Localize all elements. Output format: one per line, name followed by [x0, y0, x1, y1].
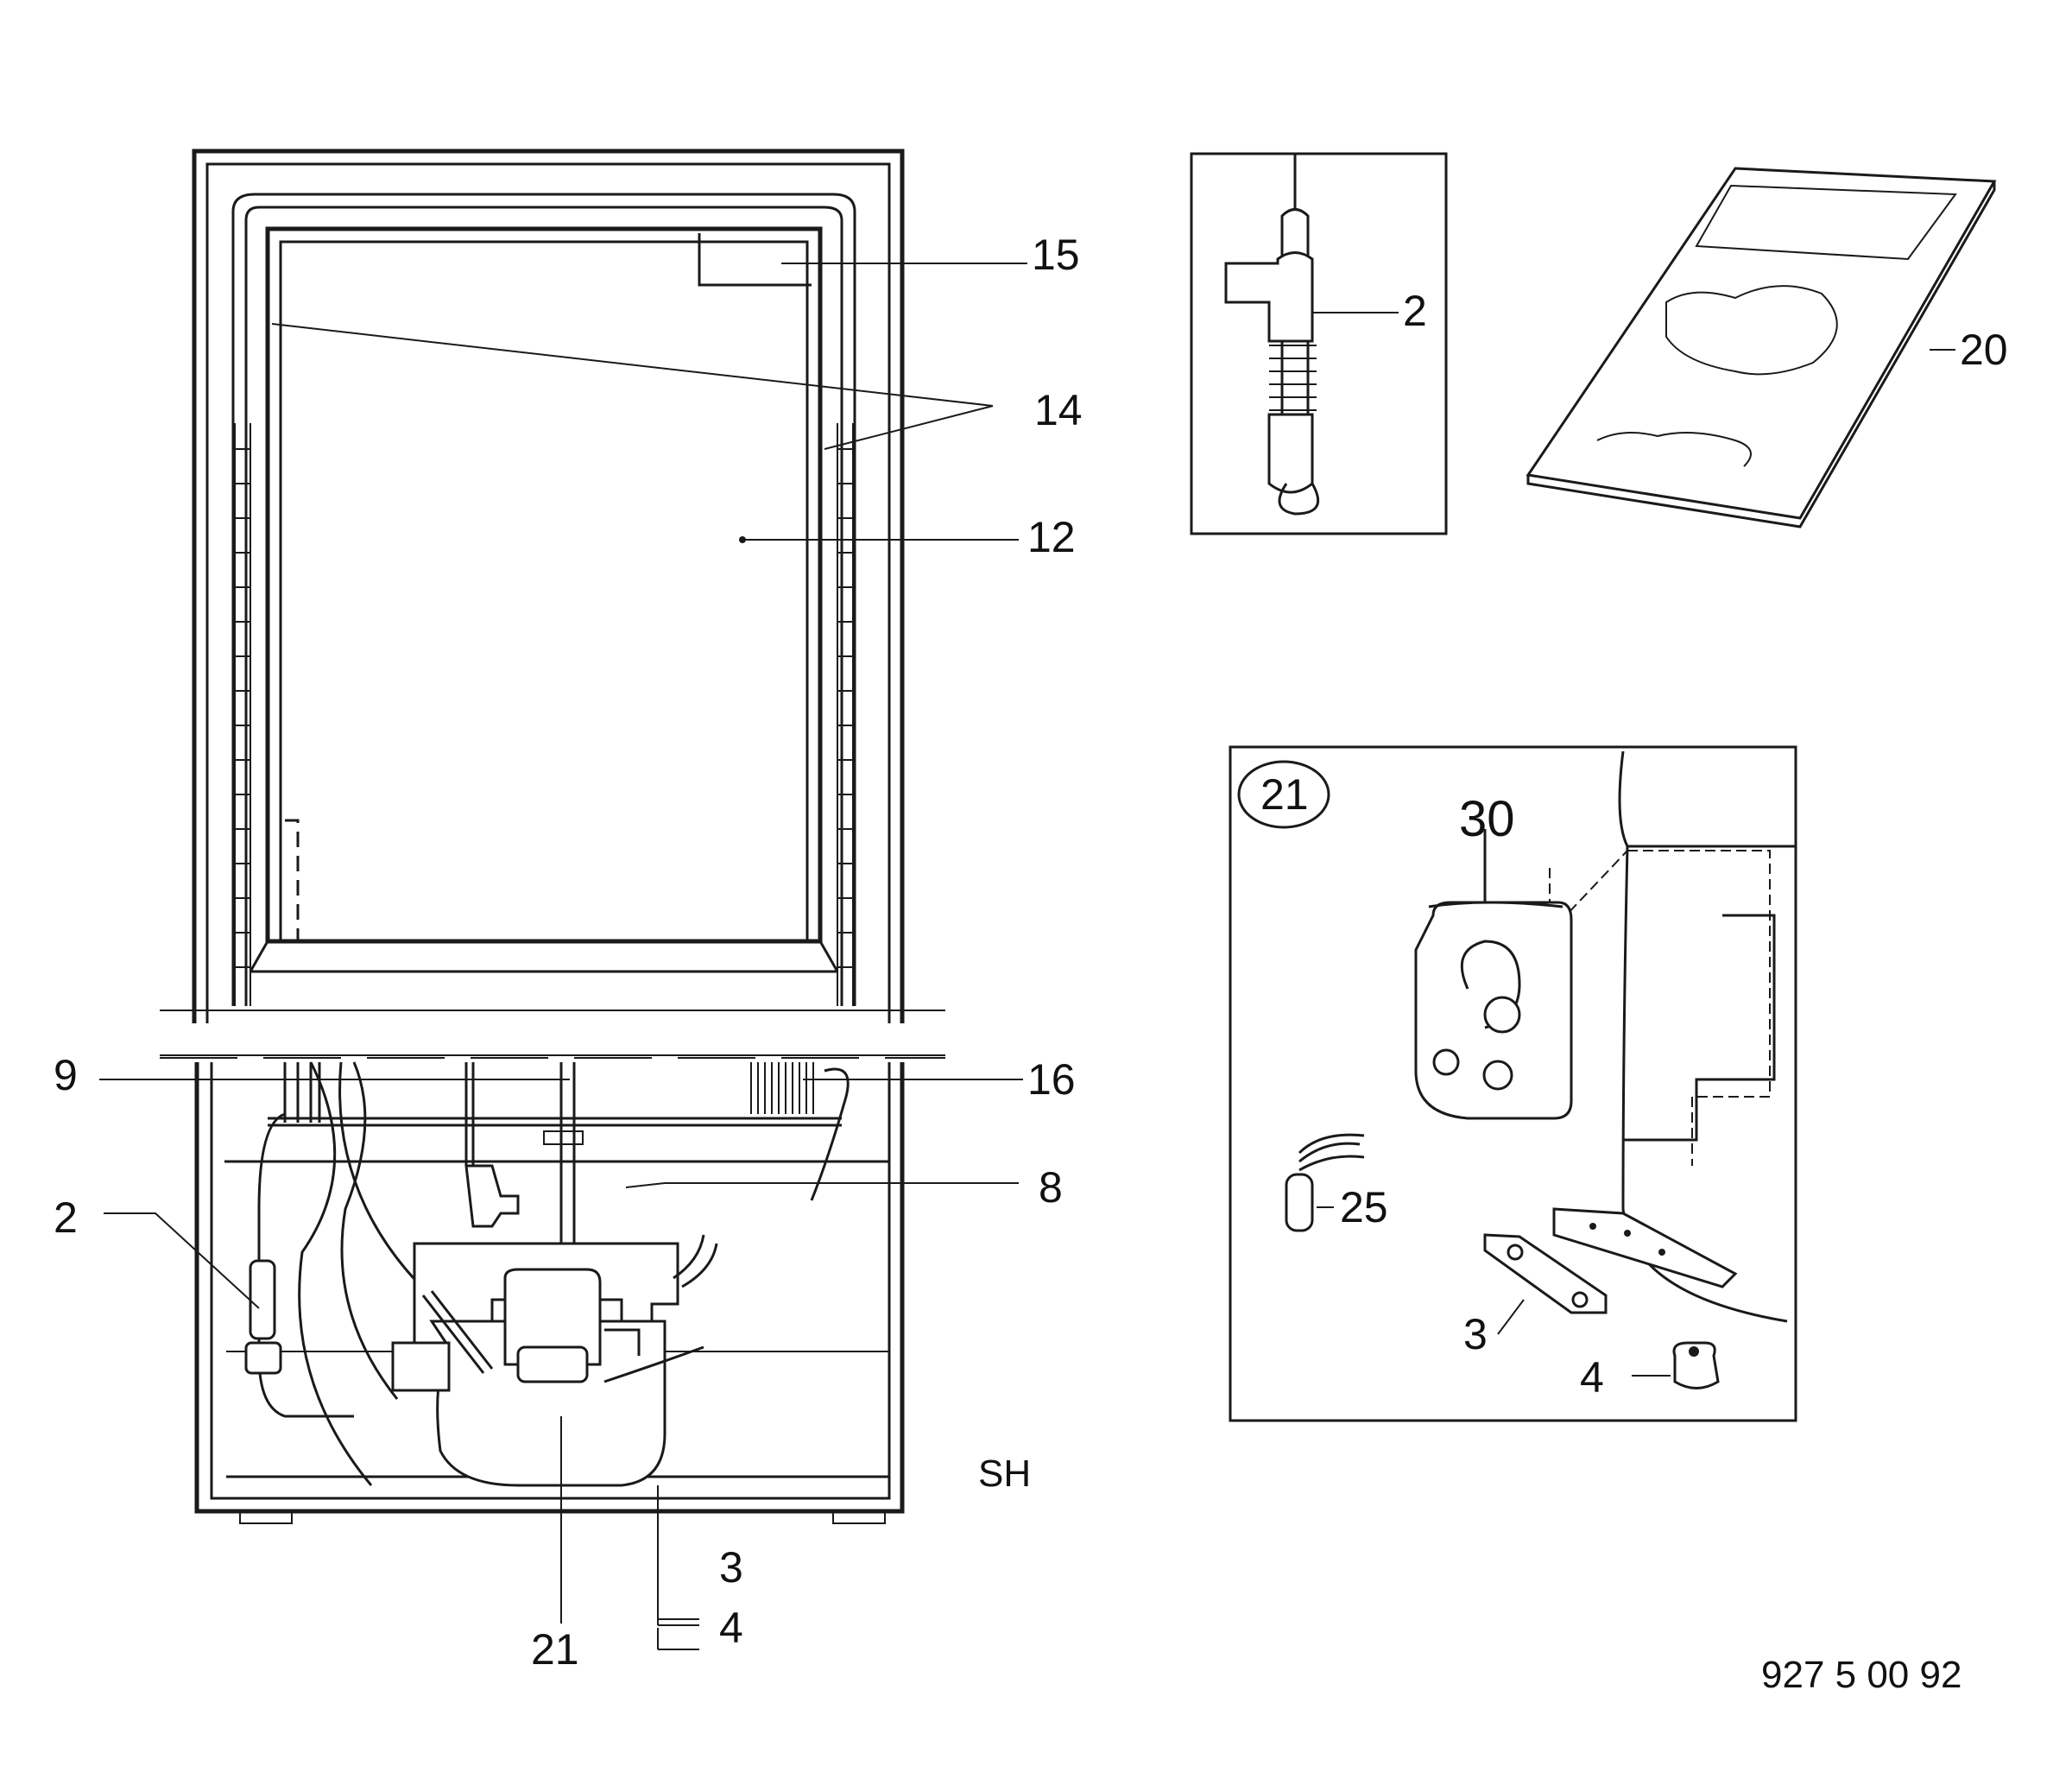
callout-12: 12: [1027, 513, 1076, 561]
callout-2-inset: 2: [1403, 287, 1427, 335]
compressor: [391, 1234, 718, 1487]
cabinet-upper: [192, 149, 905, 1023]
callout-4-main: 4: [719, 1604, 743, 1652]
condenser-coils: [750, 1062, 850, 1201]
break-lines: [160, 1010, 945, 1059]
inset-manual: [1526, 167, 1997, 529]
callout-3-inset: 3: [1463, 1310, 1488, 1358]
callout-25: 25: [1340, 1183, 1388, 1231]
callout-9: 9: [54, 1051, 78, 1099]
callout-15: 15: [1032, 231, 1080, 279]
callout-16: 16: [1027, 1055, 1076, 1104]
model-code: SH: [978, 1453, 1032, 1495]
callout-2-main: 2: [54, 1193, 78, 1242]
callout-8: 8: [1039, 1163, 1063, 1212]
callout-30: 30: [1459, 791, 1515, 847]
callout-4-inset: 4: [1580, 1353, 1604, 1402]
callout-14: 14: [1034, 386, 1083, 434]
callout-20: 20: [1960, 326, 2008, 374]
inset-compressor-detail: [1229, 745, 1797, 1422]
inset-thermostat: [1190, 152, 1448, 535]
callout-3-main: 3: [719, 1543, 743, 1592]
right-wall-ribs: [837, 423, 854, 1006]
callout-21-circle: 21: [1260, 770, 1309, 819]
callout-21-main: 21: [531, 1625, 579, 1674]
cabinet-lower: [194, 1061, 905, 1524]
main-leader-lines: [99, 263, 1027, 1650]
drawing-number: 927 5 00 92: [1761, 1654, 1962, 1696]
left-wall-ribs: [234, 423, 251, 1006]
